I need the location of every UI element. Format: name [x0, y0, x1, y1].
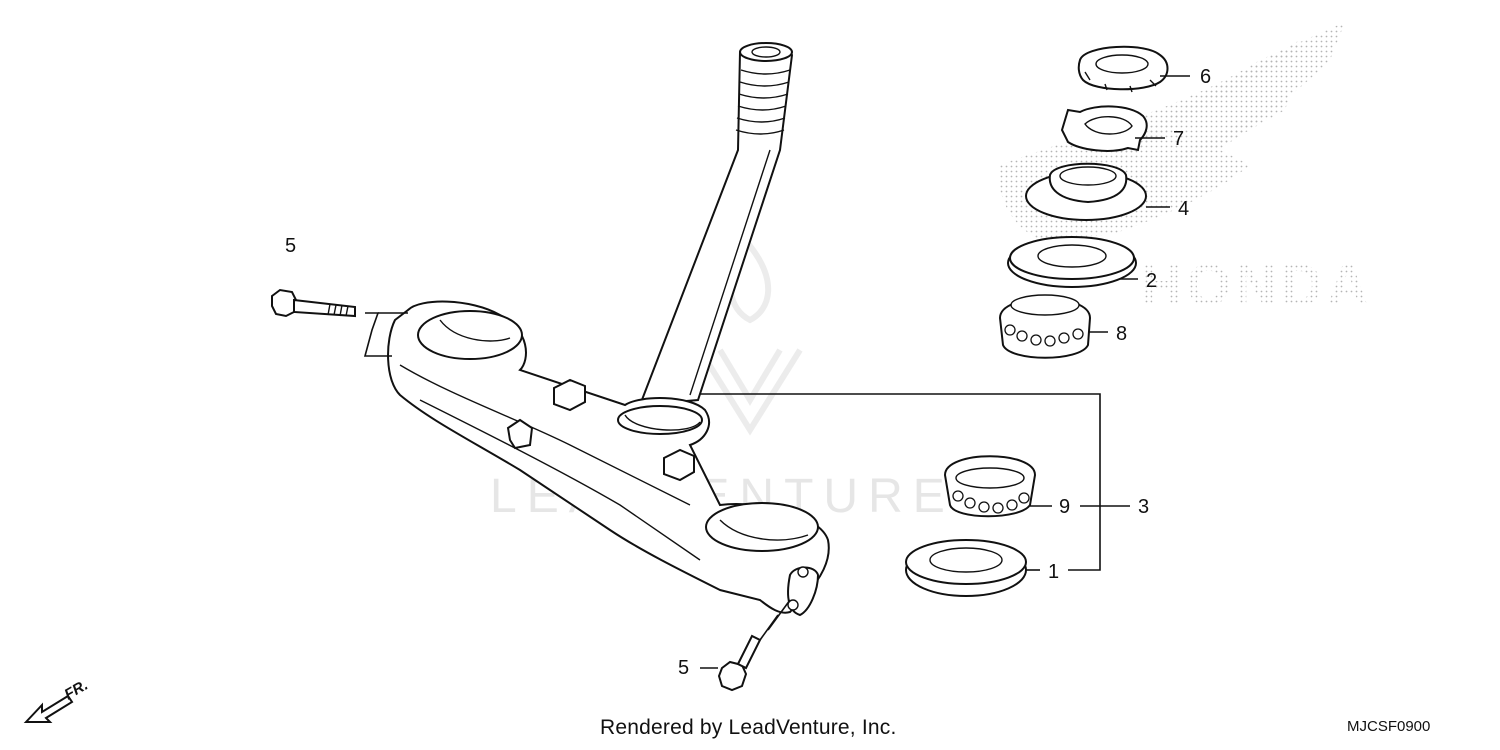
part-lower-bearing	[943, 455, 1037, 518]
callout-6: 6	[1200, 66, 1211, 88]
callout-7: 7	[1173, 128, 1184, 150]
front-direction-arrow-icon: FR.	[23, 677, 91, 723]
callout-5-lower: 5	[678, 657, 689, 679]
part-lower-race	[905, 539, 1027, 597]
diagram-code: MJCSF0900	[1347, 718, 1431, 735]
part-lock-washer	[1060, 105, 1148, 152]
part-dust-seal	[1007, 236, 1137, 288]
bolt-upper	[271, 288, 408, 357]
callout-4: 4	[1178, 198, 1189, 220]
lower-triple-clamp	[387, 300, 830, 617]
leader-lines	[700, 75, 1190, 669]
footer-credit: Rendered by LeadVenture, Inc.	[600, 716, 897, 739]
steering-stem-shaft	[638, 42, 794, 407]
part-lock-nut	[1077, 45, 1169, 93]
callout-1: 1	[1048, 561, 1059, 583]
callout-3: 3	[1138, 496, 1149, 518]
bolt-lower	[717, 599, 791, 692]
callout-5-upper: 5	[285, 235, 296, 257]
callout-2: 2	[1146, 270, 1157, 292]
callout-9: 9	[1059, 496, 1070, 518]
part-upper-bearing	[998, 294, 1092, 359]
callout-8: 8	[1116, 323, 1127, 345]
background-brand-text: HONDA	[1140, 253, 1373, 318]
part-adjusting-nut	[1025, 162, 1147, 221]
